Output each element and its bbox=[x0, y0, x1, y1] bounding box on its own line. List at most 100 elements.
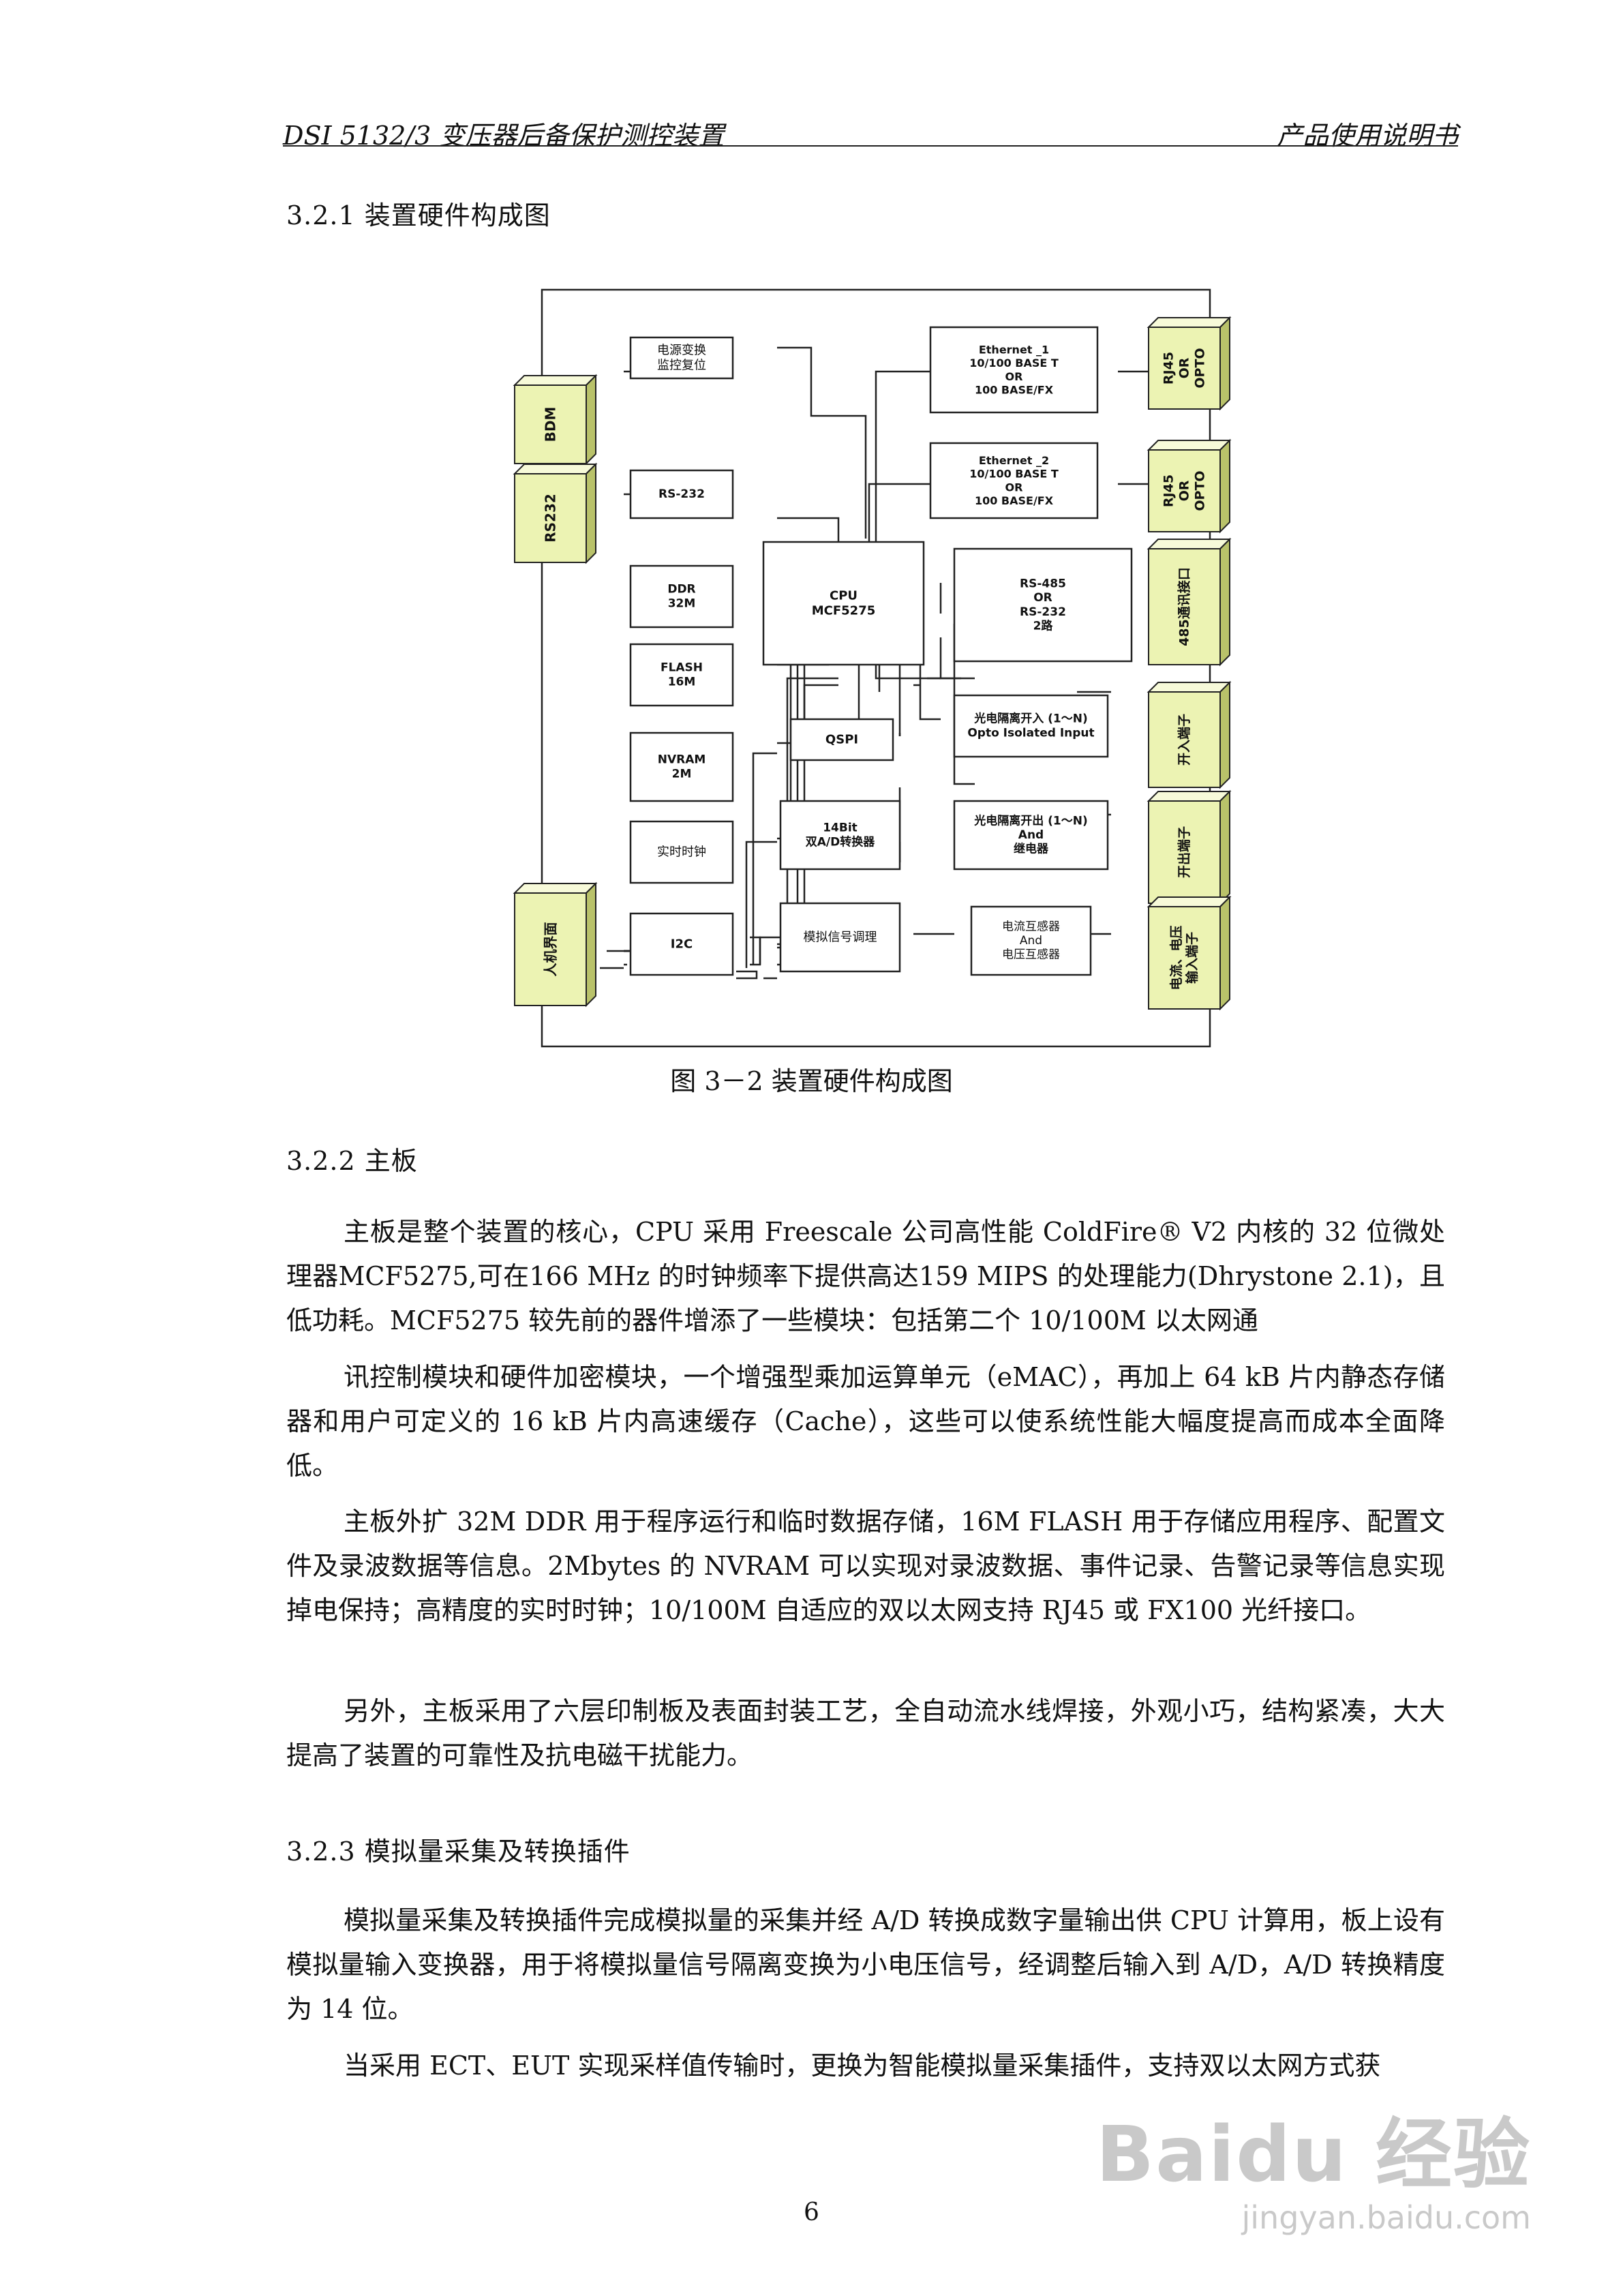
opto-out-block bbox=[953, 800, 1109, 871]
baidu-watermark: Baidu 经验 jingyan.baidu.com bbox=[1096, 2093, 1531, 2236]
rs485-port-connector-top-face bbox=[1147, 539, 1232, 549]
qspi-block bbox=[789, 718, 894, 761]
eth1-block bbox=[929, 326, 1099, 414]
rj45-connector-2 bbox=[1148, 449, 1221, 532]
page-number: 6 bbox=[804, 2199, 819, 2226]
digital-input-terminal-top-face bbox=[1147, 682, 1232, 693]
signal-block-label: 模拟信号调理 bbox=[804, 931, 877, 945]
connector-line bbox=[736, 970, 758, 980]
eth1-block-label: 10/100 BASE T bbox=[969, 357, 1059, 369]
nvram-block-label: NVRAM bbox=[658, 753, 706, 767]
rs485-port-connector-label: 485通讯接口 bbox=[1177, 567, 1192, 646]
rs485-block-label: 2路 bbox=[1033, 619, 1054, 633]
rs232-connector-top-face bbox=[513, 464, 598, 474]
rs485-block bbox=[953, 547, 1133, 663]
ddr-block-label: 32M bbox=[668, 596, 696, 610]
header-rule bbox=[283, 145, 1458, 147]
rs485-block-label: RS-485 bbox=[1020, 577, 1066, 590]
power-block-label: 监控复位 bbox=[657, 358, 706, 372]
cpu-block-label: CPU bbox=[830, 589, 858, 603]
rj45-connector-2-label: OR bbox=[1177, 480, 1192, 501]
paragraph-analog-2: 当采用 ECT、EUT 实现采样值传输时，更换为智能模拟量采集插件，支持双以太网… bbox=[344, 2051, 1381, 2081]
paragraph-analog-1: 模拟量采集及转换插件完成模拟量的采集并经 A/D 转换成数字量输出供 CPU 计… bbox=[286, 1905, 1445, 2024]
rs485-port-connector bbox=[1148, 548, 1221, 665]
eth2-block-label: 10/100 BASE T bbox=[969, 468, 1059, 481]
digital-output-terminal-side-face bbox=[1219, 789, 1230, 905]
adc-block-label: 14Bit bbox=[823, 821, 858, 835]
paragraph-mainboard-3: 主板外扩 32M DDR 用于程序运行和临时数据存储，16M FLASH 用于存… bbox=[286, 1507, 1445, 1625]
bdm-connector-label: BDM bbox=[543, 407, 559, 442]
power-block-label: 电源变换 bbox=[657, 344, 706, 358]
rj45-connector-2-side-face bbox=[1219, 438, 1230, 534]
ddr-block bbox=[629, 564, 734, 629]
nvram-block-label: 2M bbox=[672, 767, 692, 781]
rtc-block bbox=[629, 820, 734, 884]
connector-line bbox=[939, 637, 975, 680]
rs232-connector-label: RS232 bbox=[543, 494, 559, 543]
transformer-block bbox=[970, 905, 1092, 976]
flash-block-label: 16M bbox=[668, 675, 696, 689]
bdm-connector-top-face bbox=[513, 375, 598, 386]
qspi-block-label: QSPI bbox=[825, 733, 858, 747]
outer-frame bbox=[541, 288, 1211, 1048]
rs232-block-label: RS-232 bbox=[658, 487, 705, 501]
hmi-connector-side-face bbox=[586, 881, 596, 1008]
transformer-block-label: And bbox=[1020, 934, 1042, 948]
flash-block bbox=[629, 643, 734, 707]
hmi-connector-label: 人机界面 bbox=[543, 922, 559, 977]
adc-block-label: 双A/D转换器 bbox=[806, 834, 875, 849]
rs232-connector bbox=[514, 473, 587, 563]
bdm-connector-side-face bbox=[586, 374, 596, 466]
rj45-connector-1 bbox=[1148, 327, 1221, 410]
rj45-connector-1-label: RJ45 bbox=[1161, 352, 1176, 384]
bdm-connector bbox=[514, 384, 587, 464]
digital-input-terminal-label: 开入端子 bbox=[1177, 714, 1192, 766]
analog-input-terminal bbox=[1148, 906, 1221, 1010]
watermark-logo: Baidu 经验 bbox=[1095, 2111, 1531, 2199]
connector-line bbox=[875, 370, 930, 542]
rs485-block-label: OR bbox=[1033, 591, 1052, 605]
signal-block bbox=[779, 902, 901, 973]
rj45-connector-2-top-face bbox=[1147, 440, 1232, 451]
opto-in-block-label: Opto Isolated Input bbox=[967, 726, 1094, 740]
paragraph-mainboard-4: 另外，主板采用了六层印制板及表面封装工艺，全自动流水线焊接，外观小巧，结构紧凑，… bbox=[286, 1696, 1445, 1770]
connector-line bbox=[777, 650, 838, 946]
connector-line bbox=[777, 346, 867, 539]
nvram-block bbox=[629, 731, 734, 802]
rj45-connector-2-label: RJ45 bbox=[1161, 474, 1176, 507]
rj45-connector-1-side-face bbox=[1219, 316, 1230, 411]
connector-line bbox=[750, 936, 761, 966]
rs485-block-label: RS-232 bbox=[1020, 605, 1066, 619]
eth1-block-label: 100 BASE/FX bbox=[975, 383, 1054, 396]
section-heading-3-2-3: 3.2.3 模拟量采集及转换插件 bbox=[286, 1837, 631, 1867]
hmi-connector-top-face bbox=[513, 883, 598, 894]
section-heading-3-2-1: 3.2.1 装置硬件构成图 bbox=[286, 200, 551, 230]
rj45-connector-1-label: OPTO bbox=[1193, 348, 1208, 388]
connector-line bbox=[759, 936, 777, 965]
paragraph-mainboard-2: 讯控制模块和硬件加密模块，一个增强型乘加运算单元（eMAC），再加上 64 kB… bbox=[286, 1362, 1445, 1481]
eth2-block-label: OR bbox=[1005, 481, 1023, 494]
analog-input-terminal-label: 电流、电压 bbox=[1168, 925, 1184, 990]
eth1-block-label: OR bbox=[1005, 370, 1023, 383]
rs485-port-connector-side-face bbox=[1219, 537, 1230, 667]
ddr-block-label: DDR bbox=[667, 583, 695, 596]
opto-out-block-label: 光电隔离开出 (1～N) bbox=[973, 813, 1088, 828]
connector-line bbox=[777, 517, 840, 542]
flash-block-label: FLASH bbox=[661, 661, 703, 675]
rj45-connector-1-top-face bbox=[1147, 317, 1232, 328]
adc-block bbox=[779, 800, 901, 871]
transformer-block-label: 电流互感器 bbox=[1002, 920, 1060, 933]
opto-in-block bbox=[953, 694, 1109, 758]
analog-input-terminal-label: 输入端子 bbox=[1184, 932, 1200, 984]
rs232-block bbox=[629, 469, 734, 519]
rj45-connector-1-label: OR bbox=[1177, 357, 1192, 378]
cpu-block-label: MCF5275 bbox=[812, 603, 876, 618]
watermark-url: jingyan.baidu.com bbox=[1241, 2199, 1532, 2236]
connector-line bbox=[752, 752, 777, 965]
connector-line bbox=[953, 624, 975, 785]
opto-out-block-label: And bbox=[1018, 828, 1044, 842]
digital-output-terminal-label: 开出端子 bbox=[1177, 826, 1192, 878]
eth2-block-label: Ethernet _2 bbox=[979, 454, 1049, 467]
transformer-block-label: 电压互感器 bbox=[1002, 948, 1060, 962]
analog-input-terminal-side-face bbox=[1219, 895, 1230, 1011]
